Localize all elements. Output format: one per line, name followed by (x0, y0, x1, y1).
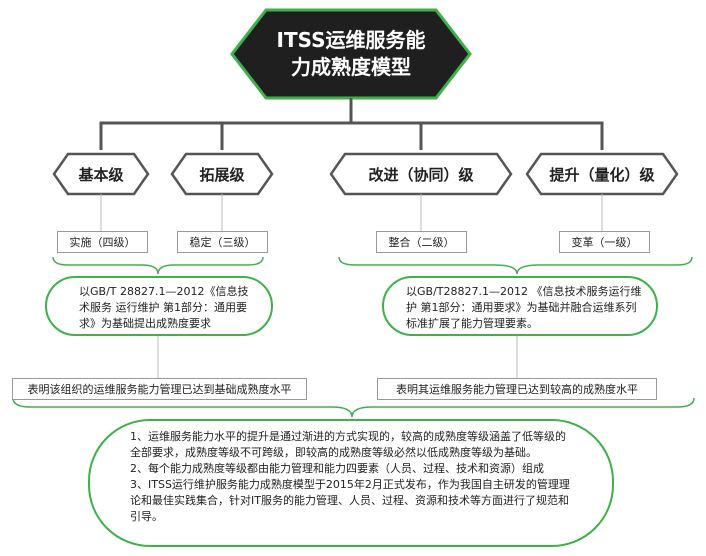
right-note-bubble: 以GB/T28827.1—2012 《信息技术服务运行维护 第1部分：通用要求》… (382, 276, 658, 336)
level-name-improve: 改进（协同）级 (368, 165, 474, 184)
left-note-text: 以GB/T 28827.1—2012《信息技术服务 运行维护 第1部分：通用要求… (79, 285, 249, 330)
stage-box-integrate: 整合（二级） (376, 231, 467, 253)
bottom-note-2: 2、每个能力成熟度等级都由能力管理和能力四要素（人员、过程、技术和资源）组成 (130, 462, 544, 475)
level-hexagon-expand (170, 152, 274, 196)
bottom-note-3: 3、ITSS运行维护服务能力成熟度模型于2015年2月正式发布，作为我国自主研发… (130, 478, 570, 523)
right-summary-box: 表明其运维服务能力管理已达到较高的成熟度水平 (377, 378, 657, 400)
right-note-text: 以GB/T28827.1—2012 《信息技术服务运行维护 第1部分：通用要求》… (406, 285, 642, 330)
stage-box-transform: 变革（一级） (559, 231, 650, 253)
level-name-expand: 拓展级 (199, 165, 245, 184)
title-line-2: 力成熟度模型 (291, 55, 411, 79)
level-hexagon-improve (329, 152, 513, 196)
left-note-bubble: 以GB/T 28827.1—2012《信息技术服务 运行维护 第1部分：通用要求… (45, 276, 273, 336)
level-hexagon-upgrade (525, 152, 679, 196)
bottom-notes-bubble: 1、运维服务能力水平的提升是通过渐进的方式实现的，较高的成熟度等级涵盖了低等级的… (88, 419, 614, 547)
stage-box-stable: 稳定（三级） (177, 231, 268, 253)
brace-bottom (12, 397, 695, 418)
stage-box-implement: 实施（四级） (57, 231, 148, 253)
title-hexagon (230, 8, 472, 100)
title-line-1: ITSS运维服务能 (276, 28, 426, 52)
left-summary-box: 表明该组织的运维服务能力管理已达到基础成熟度水平 (12, 378, 307, 400)
bottom-note-1: 1、运维服务能力水平的提升是通过渐进的方式实现的，较高的成熟度等级涵盖了低等级的… (130, 430, 566, 459)
level-hexagon-basic (52, 152, 150, 196)
level-name-basic: 基本级 (78, 165, 124, 184)
level-name-upgrade: 提升（量化）级 (549, 165, 655, 184)
brace-left (52, 256, 264, 275)
title-text: ITSS运维服务能 力成熟度模型 (240, 12, 462, 96)
brace-right (338, 256, 693, 275)
